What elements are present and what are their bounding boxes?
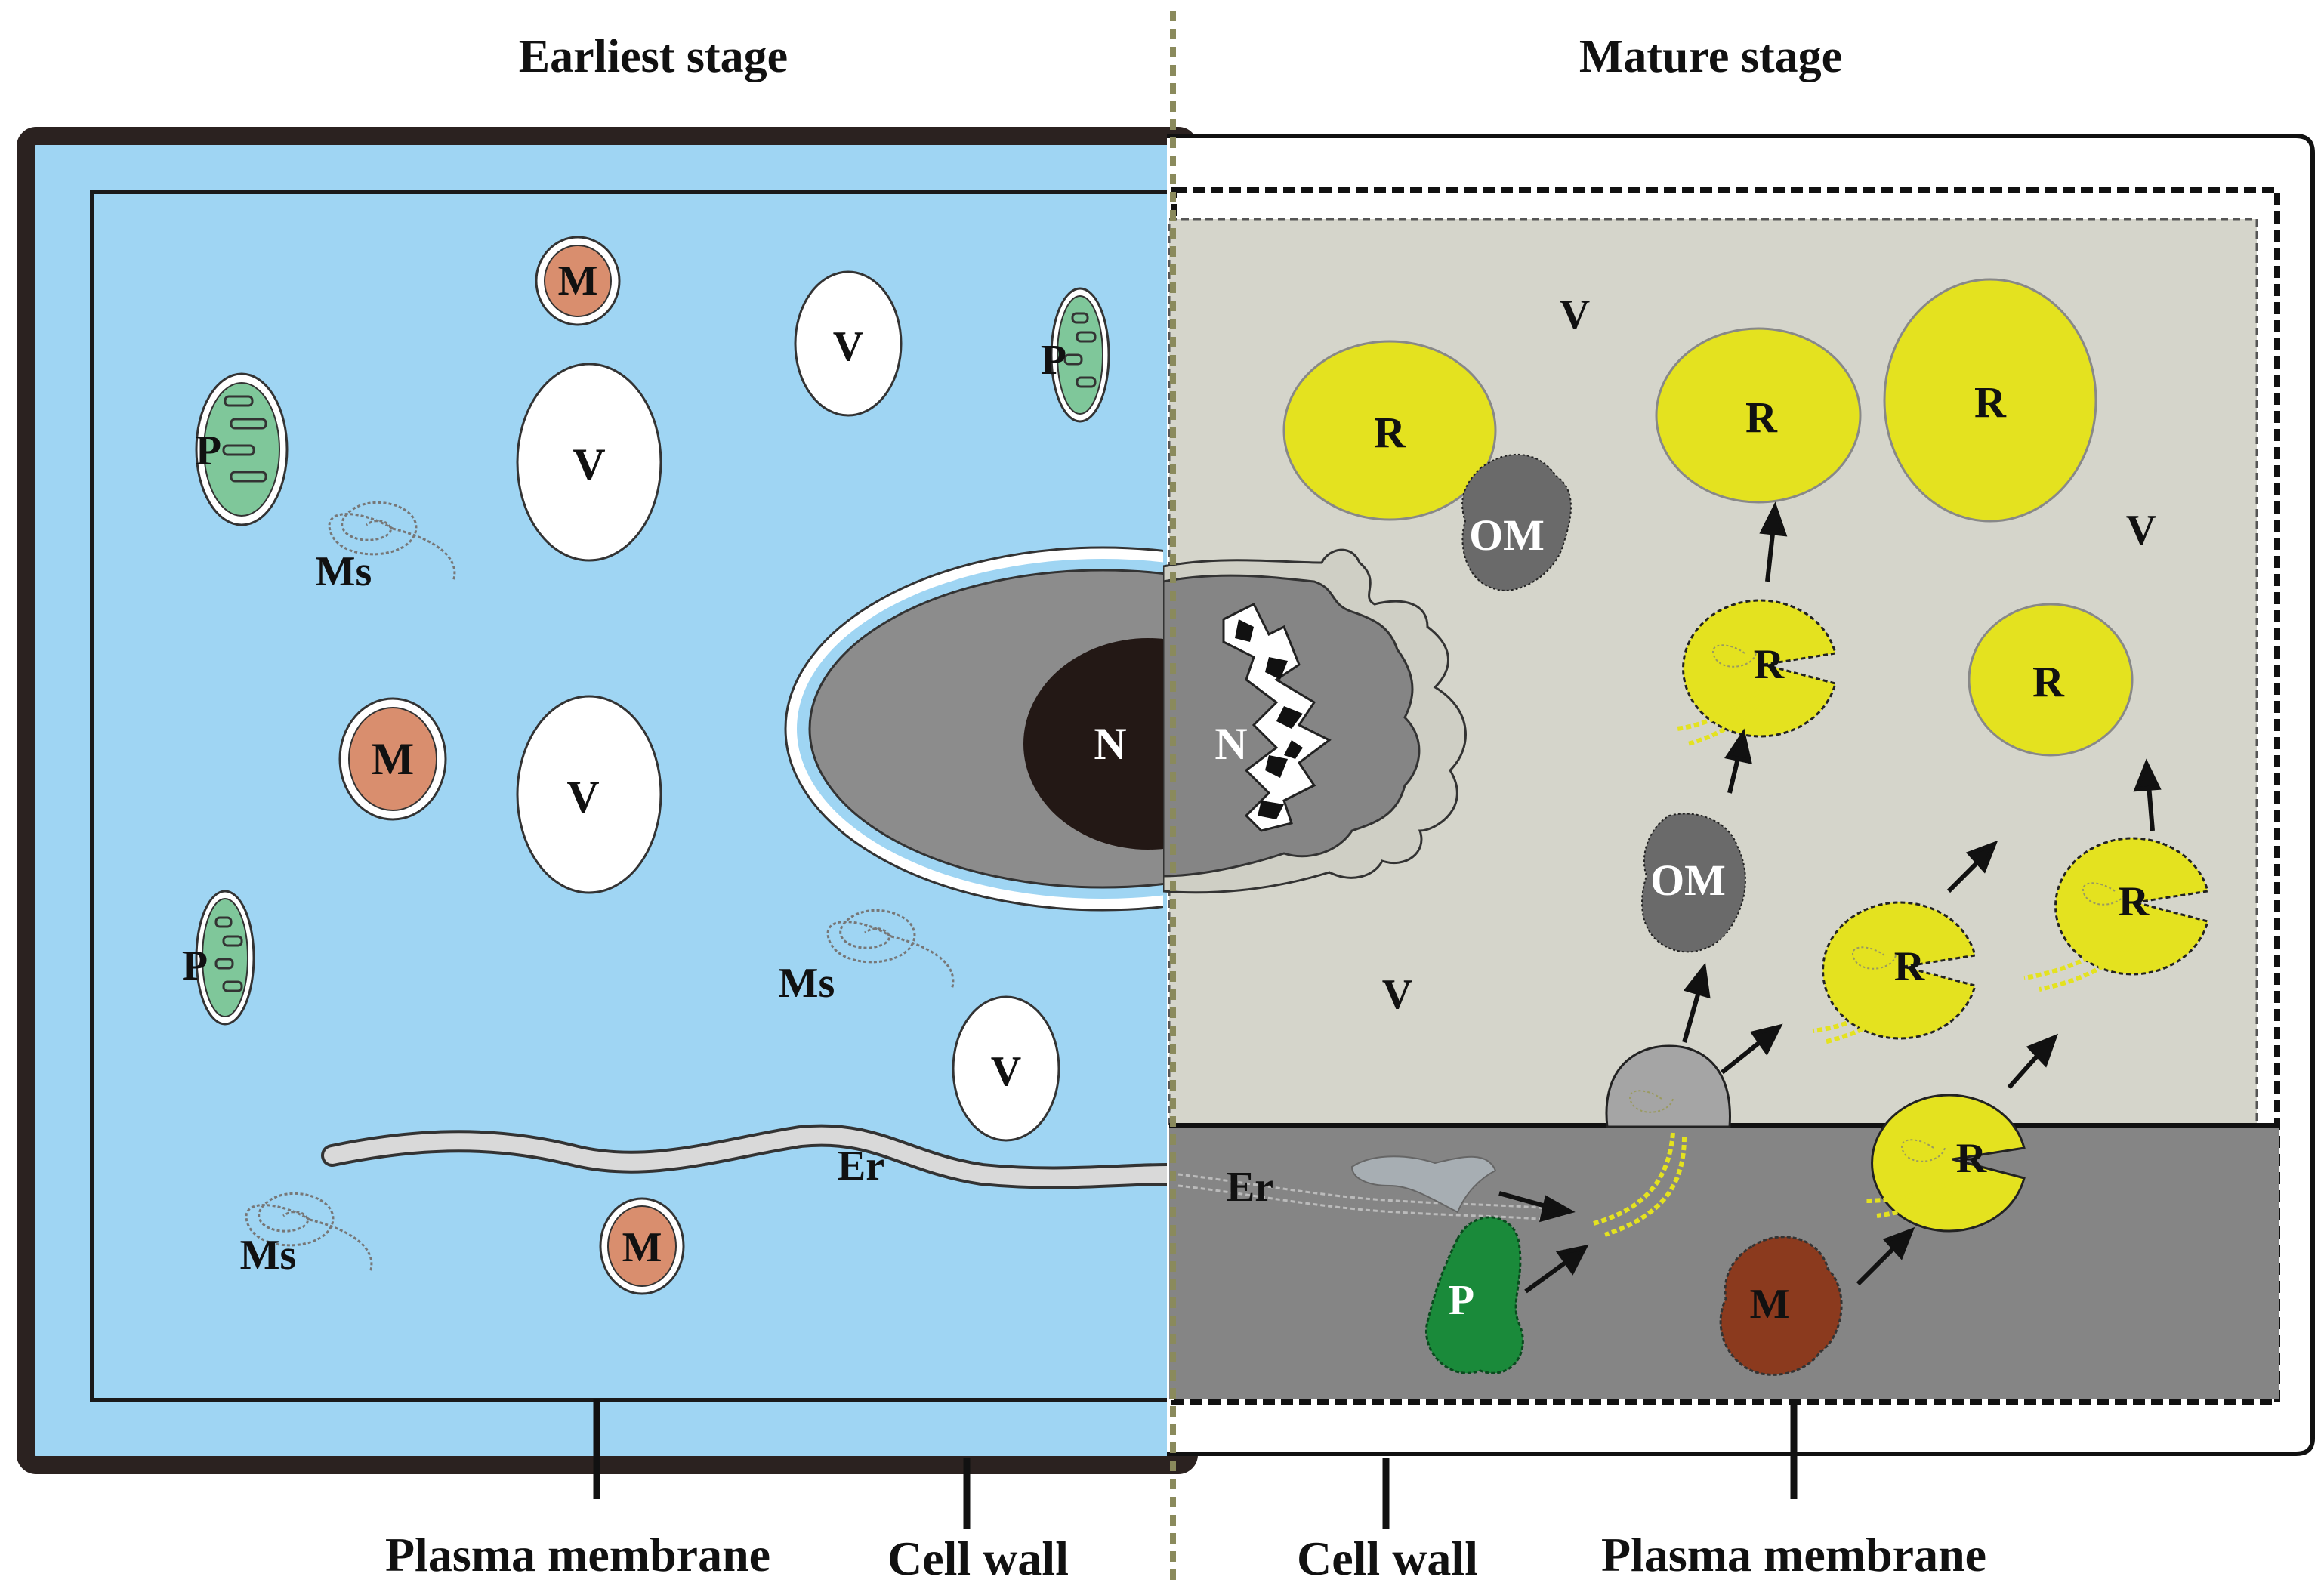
plastid (1050, 287, 1110, 423)
label-r: R (1754, 641, 1785, 688)
resin-forming-body (1822, 901, 1977, 1040)
label-m: M (558, 258, 598, 304)
vacuole (952, 995, 1060, 1142)
label-plasma-membrane-right: Plasma membrane (1601, 1528, 1986, 1581)
label-n: N (1094, 719, 1126, 769)
resin-tail (1593, 685, 2138, 1237)
label-r: R (1894, 943, 1925, 990)
label-r: R (2119, 878, 2150, 925)
parietal-cytoplasm (1169, 1125, 2279, 1399)
osmiophilic-material (1641, 813, 1746, 953)
mitochondrion (535, 236, 621, 326)
myelin-structure (328, 501, 456, 582)
label-v: V (566, 772, 599, 822)
label-cell-wall-left: Cell wall (887, 1532, 1069, 1585)
nucleus-left-half (784, 546, 1163, 912)
plastid (1425, 1216, 1524, 1374)
label-leaders (593, 1399, 1798, 1529)
membrane-bud (1605, 1044, 1731, 1128)
resin-droplet (1282, 340, 1497, 521)
label-r: R (1374, 408, 1406, 457)
label-r: R (1745, 393, 1778, 442)
label-p: P (182, 943, 208, 989)
label-p: P (196, 427, 221, 474)
heading-earliest-stage: Earliest stage (519, 31, 788, 82)
label-p: P (1449, 1277, 1474, 1324)
label-m: M (372, 734, 415, 784)
myelin-whorl (1629, 644, 2127, 1162)
earliest-stage-cell (17, 127, 1198, 1474)
mature-stage-cell (1163, 134, 2315, 1456)
endoplasmic-reticulum (1177, 1155, 1549, 1221)
label-er: Er (1227, 1164, 1273, 1211)
label-ms: Ms (779, 960, 835, 1007)
label-r: R (1974, 378, 2007, 427)
resin-droplet (1883, 278, 2097, 523)
label-plasma-membrane-left: Plasma membrane (385, 1528, 770, 1581)
mitochondrion (599, 1197, 685, 1295)
plastid (195, 372, 289, 526)
label-p: P (1041, 337, 1066, 384)
label-cell-wall-right: Cell wall (1297, 1532, 1478, 1585)
label-m: M (622, 1224, 662, 1271)
right-plasma-membrane (1171, 187, 2280, 1405)
endoplasmic-reticulum-fill (324, 1127, 1175, 1186)
label-ms: Ms (316, 548, 372, 595)
osmiophilic-material (1461, 453, 1572, 591)
label-v: V (1560, 292, 1590, 338)
label-er: Er (838, 1143, 884, 1189)
fragmented-nucleolus (1222, 602, 1332, 832)
mitochondrion (338, 697, 447, 821)
label-r: R (2032, 657, 2065, 706)
label-ms: Ms (240, 1232, 297, 1279)
myelin-structure (245, 1192, 373, 1273)
arrows (1498, 501, 2162, 1294)
vacuole (794, 270, 903, 417)
label-n: N (1214, 719, 1247, 769)
plastid (195, 890, 255, 1026)
label-v: V (991, 1048, 1021, 1095)
label-om: OM (1469, 511, 1545, 560)
label-v: V (1382, 971, 1412, 1018)
label-om: OM (1650, 856, 1726, 905)
label-v: V (2126, 507, 2156, 554)
vacuole (516, 695, 662, 894)
label-v: V (833, 323, 863, 370)
resin-forming-body (1682, 599, 1837, 738)
resin-forming-body (2054, 837, 2209, 976)
label-m: M (1750, 1281, 1790, 1328)
label-v: V (573, 440, 605, 489)
mitochondrion (1719, 1236, 1843, 1376)
myelin-structure (826, 909, 955, 990)
resin-droplet (1655, 327, 1862, 504)
label-r: R (1956, 1135, 1987, 1182)
heading-mature-stage: Mature stage (1579, 31, 1842, 82)
resin-droplet (1968, 603, 2134, 757)
vacuole (516, 363, 662, 562)
